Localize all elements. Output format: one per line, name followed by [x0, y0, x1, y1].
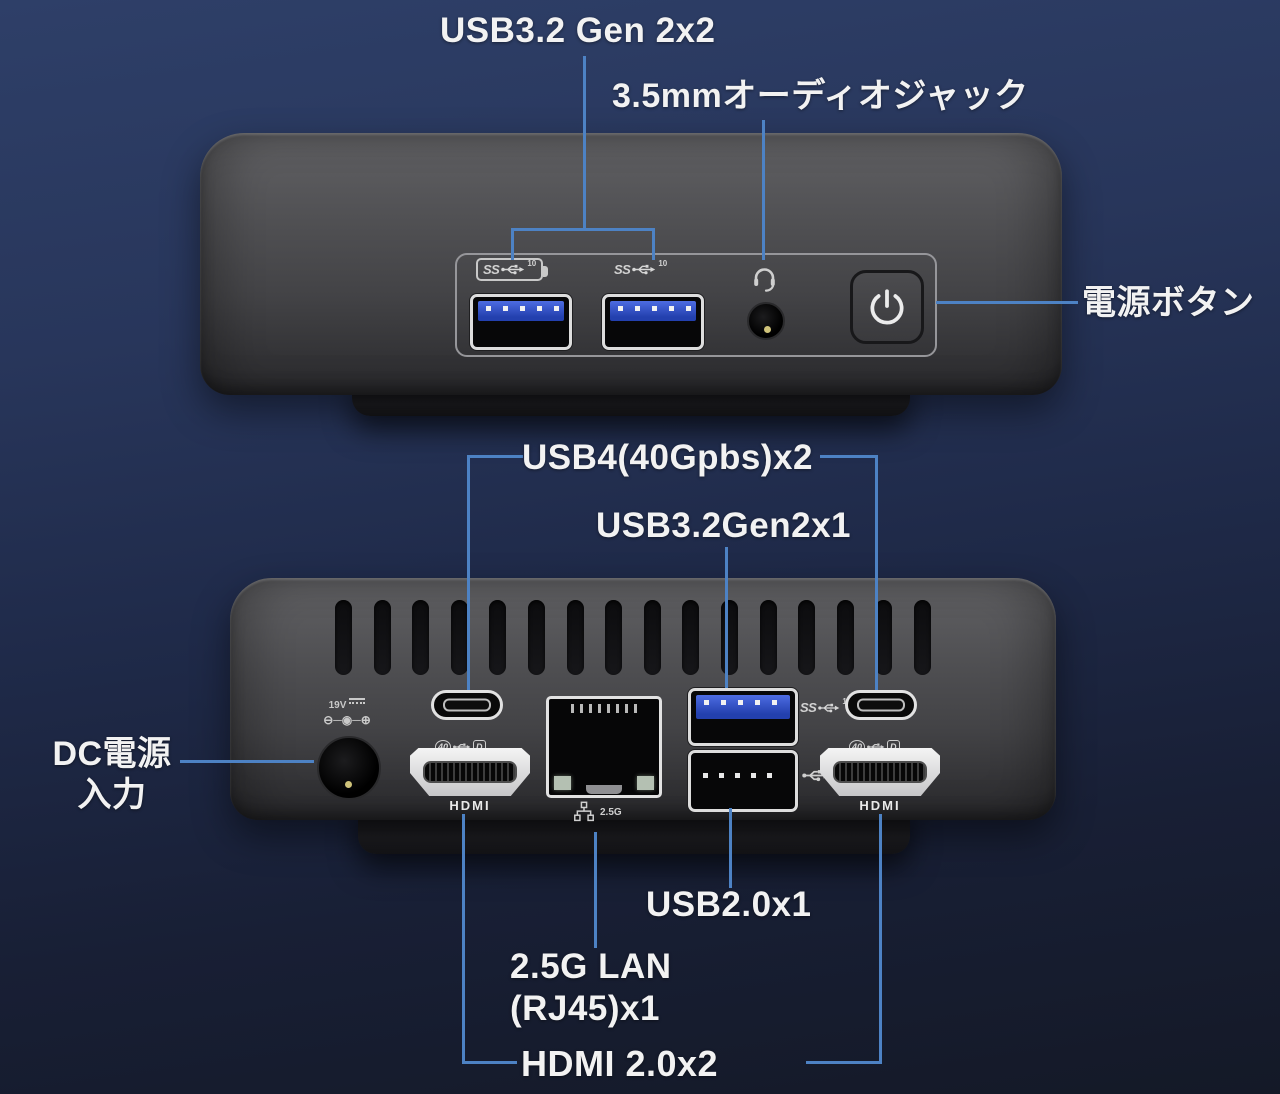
vent-slot	[836, 600, 854, 675]
label-audio-jack: 3.5mmオーディオジャック	[612, 77, 1029, 115]
usb-c-slot	[857, 698, 905, 712]
callout-line-dc	[180, 760, 314, 763]
callout-line-usb32-drop-right	[652, 228, 655, 260]
vent-slot	[412, 600, 430, 675]
usb-c-slot	[443, 698, 491, 712]
vent-slot	[373, 600, 391, 675]
callout-line-usb4-right-h	[820, 455, 878, 458]
front-port-panel	[455, 253, 937, 357]
lan-led-right	[637, 776, 654, 790]
network-icon: 2.5G	[572, 800, 622, 824]
callout-line-hdmi-right-h	[806, 1061, 882, 1064]
vent-slot	[527, 600, 545, 675]
power-icon	[870, 289, 904, 325]
ss-speed-text: 10	[658, 259, 668, 268]
callout-line-usb20	[729, 808, 732, 888]
hdmi-port-left	[410, 748, 530, 796]
ss-text: SS	[614, 262, 631, 277]
label-dc-line2: 入力	[77, 775, 147, 814]
usb-ss10-charging-icon: SS 10	[476, 258, 549, 281]
rear-usb-c-port-left	[431, 690, 503, 720]
hdmi-marking-left: HDMI	[449, 798, 491, 813]
rj45-notch	[586, 785, 622, 794]
dc-voltage-text: 19V	[328, 700, 347, 711]
callout-line-usb4-right-v	[875, 455, 878, 690]
audio-jack-3-5mm	[747, 302, 785, 340]
hdmi-port-right	[820, 748, 940, 796]
label-power-button: 電源ボタン	[1082, 284, 1255, 322]
hdmi-slot	[833, 760, 927, 784]
vent-slot	[335, 600, 352, 675]
vent-slot	[913, 600, 931, 675]
callout-line-usb32-bracket	[511, 228, 655, 231]
usb-trident-icon	[632, 264, 656, 275]
ventilation-grille	[335, 600, 931, 675]
callout-line-hdmi-right-v	[879, 814, 882, 1064]
rear-usb-a-3-2-port	[688, 688, 798, 746]
front-usb-a-port-2	[602, 294, 704, 350]
mini-pc-front-view	[200, 133, 1062, 395]
dc-power-jack	[317, 736, 381, 800]
callout-line-usb4-left-v	[467, 455, 470, 690]
usb-trident-icon	[501, 264, 525, 275]
vent-slot	[798, 600, 816, 675]
usb-tongue	[478, 301, 564, 321]
dc-polarity-icon: ⊖─◉─⊕	[323, 712, 371, 727]
battery-outline: SS 10	[476, 258, 549, 281]
vent-slot	[759, 600, 777, 675]
callout-line-usb32-stem	[583, 56, 586, 228]
callout-line-usb32-drop-left	[511, 228, 514, 260]
vent-slot	[450, 600, 468, 675]
usb-ss10-icon: SS 10	[614, 259, 668, 277]
vent-slot	[720, 600, 738, 675]
label-lan-line2: (RJ45)x1	[510, 989, 660, 1028]
label-dc-line1: DC電源	[52, 735, 172, 773]
vent-slot	[489, 600, 507, 675]
rear-usb-a-2-0-port	[688, 750, 798, 812]
label-usb32-gen2x2: USB3.2 Gen 2x2	[440, 11, 716, 50]
ss-text: SS	[483, 262, 500, 277]
label-lan-line1: 2.5G LAN	[510, 947, 672, 986]
vent-slot	[875, 600, 893, 675]
dc-symbol	[349, 698, 366, 708]
callout-line-audio	[762, 120, 765, 260]
hdmi-slot	[423, 760, 517, 784]
usb-trident-icon	[818, 703, 840, 712]
label-usb20: USB2.0x1	[646, 885, 812, 924]
headset-icon	[754, 268, 775, 292]
label-usb32gen2x1: USB3.2Gen2x1	[596, 506, 852, 545]
callout-line-usb4-left-h	[467, 455, 523, 458]
label-usb4: USB4(40Gpbs)x2	[522, 438, 813, 477]
lan-topology-icon	[574, 801, 594, 822]
power-button	[850, 270, 924, 344]
ss-speed-text: 10	[527, 259, 537, 268]
label-hdmi: HDMI 2.0x2	[521, 1043, 719, 1084]
front-usb-a-port-1	[470, 294, 572, 350]
label-lan: 2.5G LAN (RJ45)x1	[510, 946, 672, 1030]
callout-line-usb32gen2	[725, 547, 728, 688]
usb-ss10-icon: SS 10	[800, 697, 851, 715]
callout-line-lan	[594, 832, 597, 948]
callout-line-power	[936, 301, 1078, 304]
rj45-pins	[565, 704, 643, 713]
callout-line-hdmi-left-v	[462, 814, 465, 1064]
usb-tongue	[696, 695, 790, 719]
lan-speed-text: 2.5G	[600, 806, 622, 818]
vent-slot	[643, 600, 661, 675]
callout-line-hdmi-left-h	[462, 1061, 517, 1064]
vent-slot	[682, 600, 700, 675]
lan-port-rj45	[546, 696, 662, 798]
usb-tongue	[610, 301, 696, 321]
vent-slot	[566, 600, 584, 675]
dc-voltage-marking: 19V ⊖─◉─⊕	[307, 698, 387, 728]
rear-usb-c-port-right	[845, 690, 917, 720]
label-dc-input: DC電源 入力	[36, 734, 188, 816]
ss-text: SS	[800, 700, 817, 715]
lan-led-left	[554, 776, 571, 790]
vent-slot	[605, 600, 623, 675]
hdmi-marking-right: HDMI	[859, 798, 901, 813]
